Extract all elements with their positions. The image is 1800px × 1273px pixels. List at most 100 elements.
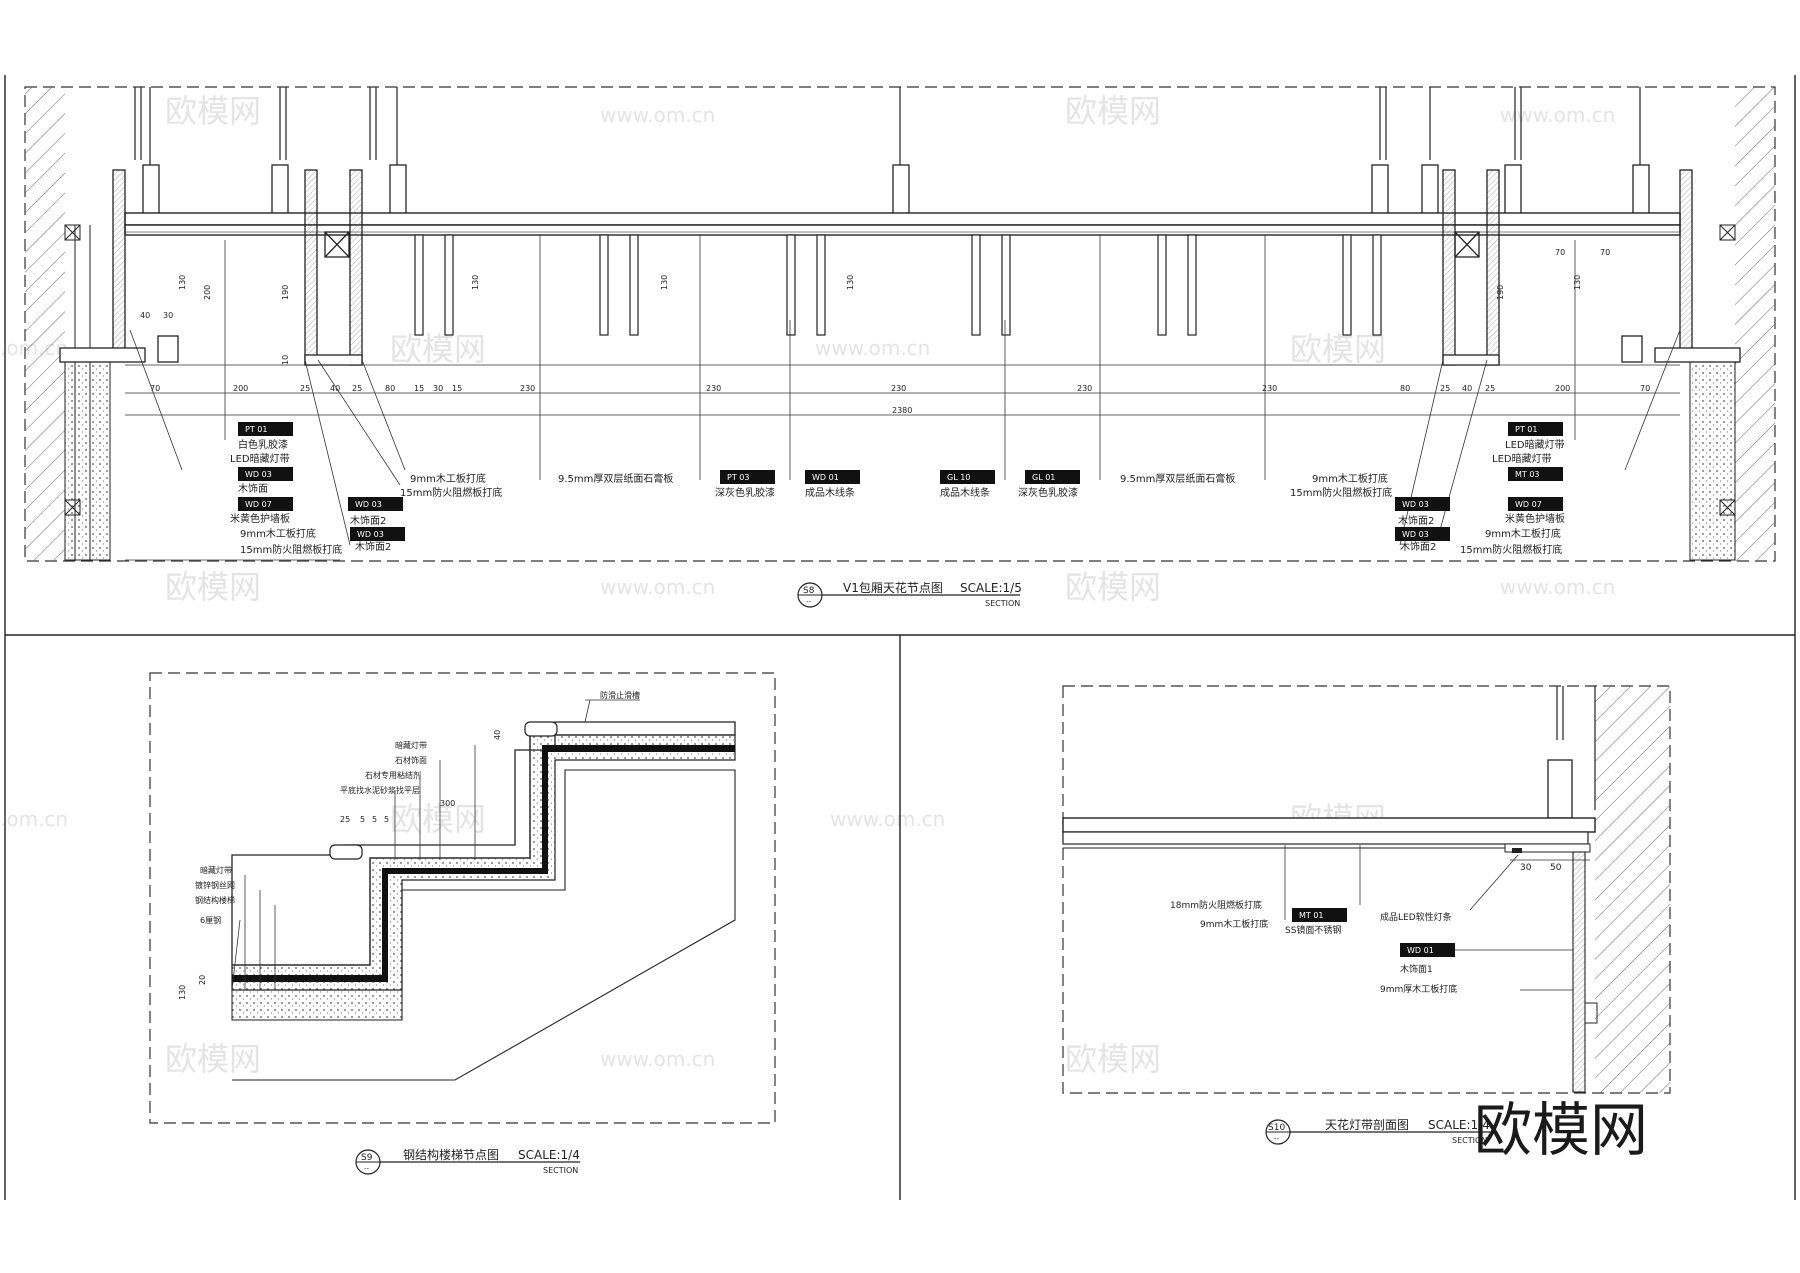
svg-text:5: 5 xyxy=(360,815,365,824)
watermark-cn: 欧模网 xyxy=(1065,1040,1161,1078)
svg-text:80: 80 xyxy=(1400,384,1410,393)
svg-text:25: 25 xyxy=(352,384,362,393)
svg-text:成品LED软性灯条: 成品LED软性灯条 xyxy=(1380,911,1452,923)
svg-text:木饰面: 木饰面 xyxy=(238,482,268,495)
svg-text:木饰面2: 木饰面2 xyxy=(1400,540,1436,553)
svg-text:30: 30 xyxy=(1520,863,1532,873)
svg-text:GL 10: GL 10 xyxy=(947,473,970,482)
s9-title: 钢结构楼梯节点图 xyxy=(403,1147,499,1162)
s9-steel-stringer xyxy=(232,769,736,1081)
svg-text:9.5mm厚双层纸面石膏板: 9.5mm厚双层纸面石膏板 xyxy=(558,472,673,485)
svg-text:镀锌钢丝网: 镀锌钢丝网 xyxy=(195,880,235,890)
svg-text:白色乳胶漆: 白色乳胶漆 xyxy=(238,438,288,451)
s9-nosing-top xyxy=(524,721,558,737)
s10-hanger-clip xyxy=(1547,759,1573,819)
s8-ceiling-section: 70 200 25 40 25 80 15 30 15 230 230 230 … xyxy=(24,86,1776,608)
s10-leader-lines xyxy=(1284,845,1590,991)
svg-text:木饰面2: 木饰面2 xyxy=(355,540,391,553)
svg-text:300: 300 xyxy=(440,799,455,808)
svg-text:9mm木工板打底: 9mm木工板打底 xyxy=(1312,472,1388,485)
svg-text:成品木线条: 成品木线条 xyxy=(940,486,990,499)
s10-wall-panel xyxy=(1572,851,1586,1093)
svg-text:9mm木工板打底: 9mm木工板打底 xyxy=(240,527,316,540)
s9-steel-base xyxy=(231,989,403,1021)
s10-ceiling-board xyxy=(1062,817,1596,833)
svg-text:230: 230 xyxy=(1077,384,1092,393)
svg-text:MT 03: MT 03 xyxy=(1515,470,1540,479)
svg-text:18mm防火阻燃板打底: 18mm防火阻燃板打底 xyxy=(1170,899,1262,911)
svg-text:SS镜面不锈钢: SS镜面不锈钢 xyxy=(1285,924,1341,936)
svg-text:--: -- xyxy=(806,598,812,606)
s8-title-block: S8 -- V1包厢天花节点图 SCALE:1/5 SECTION xyxy=(797,580,1022,608)
watermark-cn: 欧模网 xyxy=(1065,568,1161,606)
s8-right-wall xyxy=(1735,87,1775,561)
svg-text:WD 03: WD 03 xyxy=(245,470,272,479)
svg-text:130: 130 xyxy=(660,275,669,290)
svg-text:石材专用粘结剂: 石材专用粘结剂 xyxy=(365,770,421,780)
svg-text:15mm防火阻燃板打底: 15mm防火阻燃板打底 xyxy=(1290,486,1392,499)
svg-text:GL 01: GL 01 xyxy=(1032,473,1055,482)
svg-text:25: 25 xyxy=(1440,384,1450,393)
svg-text:LED暗藏灯带: LED暗藏灯带 xyxy=(1505,438,1565,451)
svg-text:WD 03: WD 03 xyxy=(1402,530,1429,539)
svg-text:成品木线条: 成品木线条 xyxy=(805,486,855,499)
svg-text:WD 07: WD 07 xyxy=(245,500,272,509)
svg-text:5: 5 xyxy=(372,815,377,824)
s9-title-block: S9 -- 钢结构楼梯节点图 SCALE:1/4 SECTION xyxy=(355,1147,580,1175)
watermark-url: www.om.cn xyxy=(815,336,930,360)
svg-text:深灰色乳胶漆: 深灰色乳胶漆 xyxy=(1018,486,1078,499)
svg-text:PT 01: PT 01 xyxy=(245,425,267,434)
svg-text:SECTION: SECTION xyxy=(543,1166,578,1175)
watermark-url: www.om.cn xyxy=(600,103,715,127)
svg-text:10: 10 xyxy=(281,355,290,365)
svg-text:S9: S9 xyxy=(361,1153,373,1163)
svg-text:SECTION: SECTION xyxy=(985,599,1020,608)
watermark-cn: 欧模网 xyxy=(1065,92,1161,130)
svg-text:SECTION: SECTION xyxy=(1452,1136,1487,1145)
svg-text:40: 40 xyxy=(1462,384,1472,393)
watermark-url: www.om.cn xyxy=(1500,103,1615,127)
s10-light-strip-section: 18mm防火阻燃板打底 9mm木工板打底 SS镜面不锈钢 成品LED软性灯条 木… xyxy=(1062,685,1671,1145)
svg-text:--: -- xyxy=(364,1165,370,1173)
svg-text:暗藏灯带: 暗藏灯带 xyxy=(200,865,232,875)
s8-dimension-lines xyxy=(125,364,1680,416)
svg-text:25: 25 xyxy=(1485,384,1495,393)
svg-text:S8: S8 xyxy=(803,586,815,596)
s10-title-block: S10 -- 天花灯带剖面图 SCALE:1/4 SECTION xyxy=(1265,1117,1490,1145)
svg-text:230: 230 xyxy=(1262,384,1277,393)
svg-text:40: 40 xyxy=(493,730,502,740)
watermark-cn: 欧模网 xyxy=(165,568,261,606)
svg-text:6厘钢: 6厘钢 xyxy=(200,915,221,925)
s9-notes: 防滑止滑槽 暗藏灯带 石材饰面 石材专用粘结剂 平底找水泥砂浆找平层 暗藏灯带 … xyxy=(178,690,640,1000)
svg-text:200: 200 xyxy=(1555,384,1570,393)
svg-text:5: 5 xyxy=(384,815,389,824)
svg-text:130: 130 xyxy=(178,275,187,290)
svg-text:平底找水泥砂浆找平层: 平底找水泥砂浆找平层 xyxy=(340,785,420,795)
s9-leader-lines xyxy=(231,699,640,991)
svg-text:230: 230 xyxy=(520,384,535,393)
svg-text:15: 15 xyxy=(452,384,462,393)
svg-text:15mm防火阻燃板打底: 15mm防火阻燃板打底 xyxy=(1460,543,1562,556)
svg-text:15mm防火阻燃板打底: 15mm防火阻燃板打底 xyxy=(400,486,502,499)
watermark-cn: 欧模网 xyxy=(390,800,486,838)
svg-text:190: 190 xyxy=(1496,285,1505,300)
s8-ceiling-grooves xyxy=(414,234,1382,336)
s10-base-board xyxy=(1062,831,1589,845)
svg-text:木饰面2: 木饰面2 xyxy=(1398,514,1434,527)
corner-logo: 欧模网 xyxy=(1474,1096,1648,1164)
svg-text:深灰色乳胶漆: 深灰色乳胶漆 xyxy=(715,486,775,499)
svg-text:200: 200 xyxy=(203,285,212,300)
s8-hanger-clips xyxy=(142,164,1650,216)
s8-left-wall xyxy=(25,87,65,561)
svg-text:130: 130 xyxy=(178,985,187,1000)
s8-leader-lines xyxy=(125,235,1681,561)
svg-text:LED暗藏灯带: LED暗藏灯带 xyxy=(230,452,290,465)
s9-scale: SCALE:1/4 xyxy=(518,1148,580,1162)
svg-text:40: 40 xyxy=(140,311,150,320)
watermark-url: www.om.cn xyxy=(1500,575,1615,599)
s9-mortar-layer xyxy=(231,734,736,991)
watermark-url-cut: .om.cn xyxy=(0,807,68,831)
svg-text:钢结构楼梯: 钢结构楼梯 xyxy=(195,895,235,905)
s9-stair-detail: 防滑止滑槽 暗藏灯带 石材饰面 石材专用粘结剂 平底找水泥砂浆找平层 暗藏灯带 … xyxy=(149,672,776,1175)
